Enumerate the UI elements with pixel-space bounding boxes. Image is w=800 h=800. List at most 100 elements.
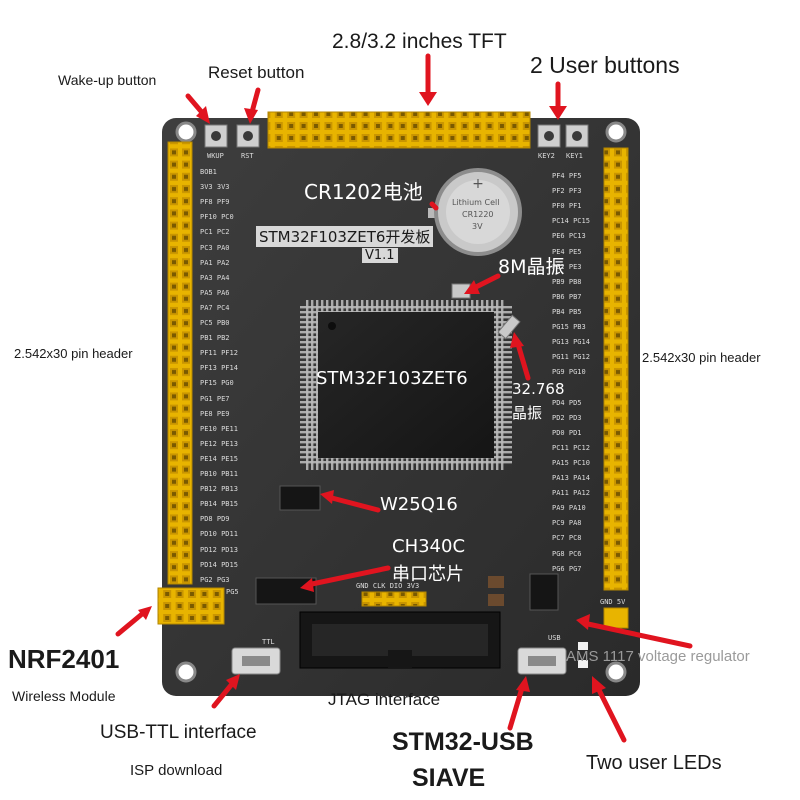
- right-pin-label: PB6 PB7: [552, 292, 582, 301]
- left-pin-label: PF15 PG0: [200, 379, 234, 388]
- left-pin-label: PC5 PB0: [200, 319, 230, 327]
- board-title: STM32F103ZET6开发板: [256, 226, 434, 247]
- right-pin-label: PE4 PE5: [552, 247, 582, 256]
- right-pin-label: PG9 PG10: [552, 368, 586, 377]
- wakeup-button: [204, 124, 228, 148]
- left-pin-label: PE8 PE9: [200, 409, 230, 418]
- user-button-1: [565, 124, 589, 148]
- silk-pg5: PG5: [226, 588, 239, 596]
- left-pin-label: PE12 PE13: [200, 439, 238, 448]
- cap-2: [488, 594, 504, 606]
- left-pin-label: 3V3 3V3: [200, 183, 230, 192]
- slave-label: SIAVE: [412, 764, 486, 792]
- left-pin-label: PA3 PA4: [200, 273, 230, 282]
- annotation-arrows: [115, 53, 693, 743]
- crystal-32k-label-1: 32.768: [512, 380, 565, 398]
- battery-text-3: 3V: [472, 222, 483, 231]
- left-pin-label: PB1 PB2: [200, 334, 230, 343]
- left-pin-label: PA5 PA6: [200, 288, 230, 297]
- left-pin-label: PA1 PA2: [200, 258, 230, 267]
- right-pin-label: PF2 PF3: [552, 187, 582, 196]
- left-header-label: 2.542x30 pin header: [14, 346, 133, 361]
- left-pin-label: PC1 PC2: [200, 228, 230, 237]
- left-pin-label: PB10 PB11: [200, 470, 238, 478]
- right-pin-label: PG15 PB3: [552, 323, 586, 331]
- left-pin-label: PF10 PC0: [200, 213, 234, 222]
- wireless-label: Wireless Module: [12, 688, 116, 704]
- reset-label: Reset button: [208, 63, 305, 82]
- right-pin-label: PA11 PA12: [552, 489, 590, 498]
- ch340-chip: [255, 577, 317, 605]
- right-pin-label: PD4 PD5: [552, 398, 582, 407]
- silk-key1: KEY1: [566, 152, 583, 160]
- leds-label: Two user LEDs: [586, 752, 722, 774]
- crystal-32k-label-2: 晶振: [512, 404, 543, 422]
- right-pin-header: [603, 147, 629, 591]
- svg-text:+: +: [472, 176, 484, 192]
- tft-header: [267, 111, 531, 149]
- right-pin-label: PA13 PA14: [552, 474, 590, 482]
- power-header: [603, 607, 629, 629]
- ch340-label-1: CH340C: [392, 536, 466, 557]
- right-pin-label: PE6 PC13: [552, 232, 586, 241]
- right-pin-label: PG6 PG7: [552, 564, 582, 573]
- led-2: [578, 660, 588, 668]
- silk-swd: GND CLK DIO 3V3: [356, 582, 420, 590]
- cr1202-label: CR1202电池: [304, 180, 423, 204]
- nrf-label: NRF2401: [8, 644, 120, 674]
- silk-wkup: WKUP: [207, 152, 224, 160]
- right-pin-label: PF0 PF1: [552, 202, 582, 211]
- chip-label: STM32F103ZET6: [316, 368, 468, 389]
- battery-text-1: Lithium Cell: [452, 198, 500, 207]
- left-pin-label: PE14 PE15: [200, 454, 238, 463]
- crystal-32k: [497, 314, 521, 340]
- silk-ttl: TTL: [262, 638, 275, 646]
- user-button-2: [537, 124, 561, 148]
- right-pin-label: PG8 PC6: [552, 549, 582, 558]
- left-pin-label: PB12 PB13: [200, 485, 238, 494]
- ch340-label-2: 串口芯片: [392, 564, 464, 585]
- left-pin-label: PE10 PE11: [200, 424, 238, 433]
- right-pin-label: PE2 PE3: [552, 262, 582, 271]
- right-pin-label: PC7 PC8: [552, 534, 582, 543]
- usb-slave-connector: [517, 647, 567, 675]
- right-pin-label: PD2 PD3: [552, 413, 582, 422]
- usb-ttl-label: USB-TTL interface: [100, 722, 257, 743]
- left-pin-label: PC3 PA0: [200, 243, 230, 252]
- user-buttons-label: 2 User buttons: [530, 52, 680, 78]
- right-pin-label: PB9 PB8: [552, 277, 582, 286]
- jtag-connector: [299, 611, 501, 669]
- nrf-header: [157, 587, 225, 625]
- left-pin-label: PA7 PC4: [200, 303, 230, 312]
- left-pin-label: PD8 PD9: [200, 515, 230, 524]
- tft-label: 2.8/3.2 inches TFT: [332, 30, 507, 53]
- swd-header: [361, 591, 427, 607]
- stm32-chip: [300, 300, 512, 470]
- left-pin-label: PG1 PE7: [200, 394, 230, 403]
- right-pin-label: PG13 PG14: [552, 338, 590, 347]
- silk-usb: USB: [548, 634, 561, 642]
- right-pin-label: PC9 PA8: [552, 519, 582, 528]
- led-1: [578, 642, 588, 650]
- right-pin-label: PF4 PF5: [552, 172, 582, 180]
- right-pin-label: PD0 PD1: [552, 428, 582, 437]
- left-pin-label: PD10 PD11: [200, 530, 238, 539]
- left-pin-label: PD14 PD15: [200, 560, 238, 569]
- left-pin-label: BOB1: [200, 168, 217, 176]
- left-pin-label: PD12 PD13: [200, 545, 238, 554]
- left-pin-label: PF13 PF14: [200, 364, 238, 373]
- stm32-usb-label: STM32-USB: [392, 728, 534, 756]
- right-pin-label: PB4 PB5: [552, 307, 582, 316]
- left-pin-label: PF11 PF12: [200, 349, 238, 358]
- jtag-label: JTAG interface: [328, 690, 441, 709]
- wake-up-label: Wake-up button: [58, 72, 157, 88]
- silk-key2: KEY2: [538, 152, 555, 160]
- left-pin-header: [167, 141, 193, 585]
- mounting-holes: [175, 121, 627, 683]
- isp-label: ISP download: [130, 762, 223, 779]
- right-pin-label: PC11 PC12: [552, 443, 590, 452]
- ams1117: [529, 573, 559, 611]
- cap-1: [488, 576, 504, 588]
- flash-chip: [279, 485, 321, 511]
